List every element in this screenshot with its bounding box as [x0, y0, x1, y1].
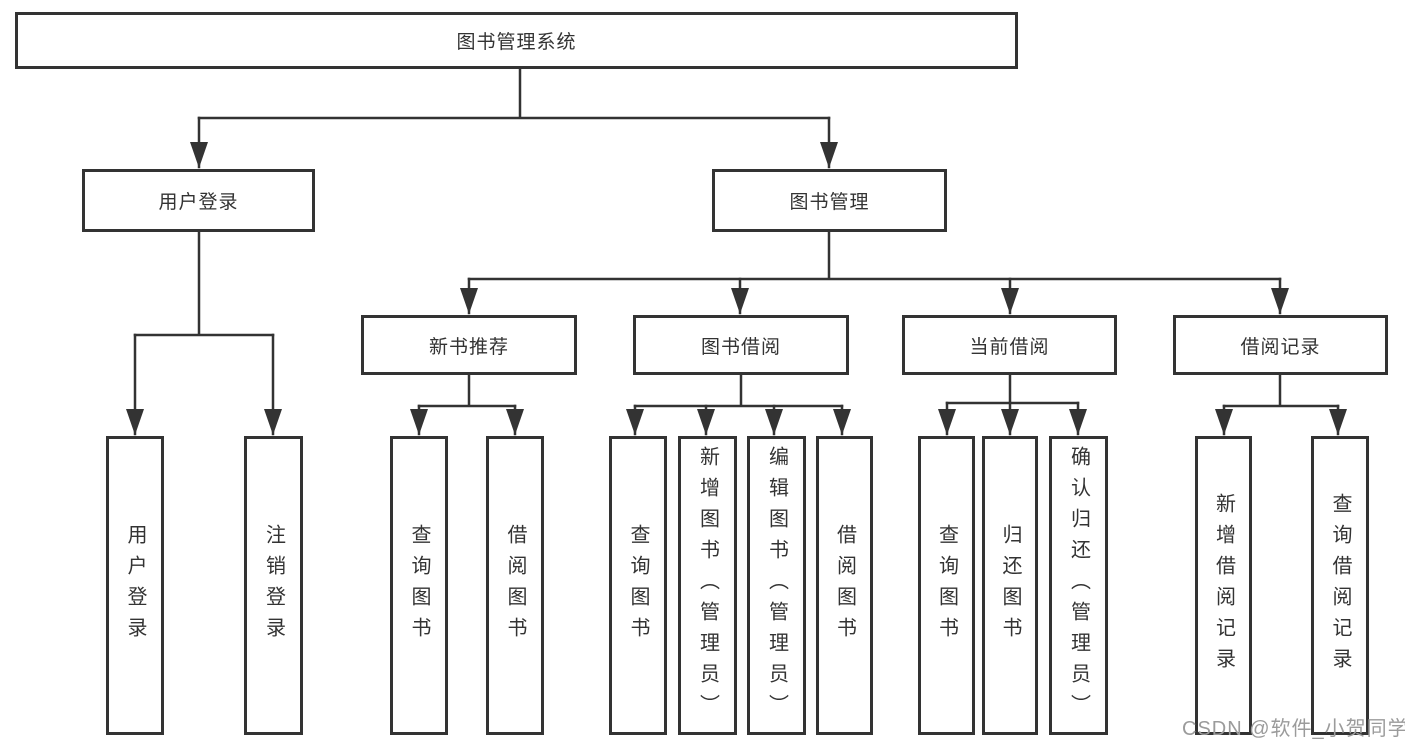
leaf-query-books-recommend: 查询图书 [390, 436, 448, 735]
node-borrow-records-label: 借阅记录 [1240, 336, 1321, 358]
node-book-borrow-label: 图书借阅 [700, 336, 781, 358]
leaf-borrow-books-recommend: 借阅图书 [486, 436, 544, 735]
connector-book-borrow-children [626, 373, 851, 436]
node-new-book-recommend-label: 新书推荐 [428, 336, 509, 358]
node-library-system-label: 图书管理系统 [456, 32, 577, 53]
leaf-borrow-books: 借阅图书 [816, 436, 873, 735]
leaf-confirm-return-admin-label: 确认归还（管理员） [1067, 446, 1090, 725]
leaf-add-borrow-record-label: 新增借阅记录 [1212, 492, 1235, 679]
leaf-borrow-books-label: 借阅图书 [833, 523, 856, 648]
node-current-borrow: 当前借阅 [902, 315, 1117, 375]
leaf-edit-book-admin-label: 编辑图书（管理员） [765, 446, 788, 725]
leaf-logout-label: 注销登录 [262, 523, 285, 648]
node-book-management: 图书管理 [712, 169, 947, 232]
leaf-borrow-books-recommend-label: 借阅图书 [504, 523, 526, 648]
leaf-query-borrow-record-label: 查询借阅记录 [1329, 492, 1351, 679]
connector-root-to-level2 [190, 67, 838, 169]
leaf-add-book-admin: 新增图书（管理员） [678, 436, 737, 735]
leaf-edit-book-admin: 编辑图书（管理员） [747, 436, 806, 735]
node-user-login: 用户登录 [82, 169, 315, 232]
node-book-management-label: 图书管理 [789, 192, 870, 213]
leaf-return-book-label: 归还图书 [999, 523, 1021, 648]
connector-user-login-children [126, 230, 282, 436]
connector-current-borrow-children [938, 373, 1087, 436]
node-new-book-recommend: 新书推荐 [361, 315, 577, 375]
leaf-query-books-current-label: 查询图书 [935, 523, 958, 648]
leaf-add-borrow-record: 新增借阅记录 [1195, 436, 1252, 735]
leaf-query-books-current: 查询图书 [918, 436, 975, 735]
node-borrow-records: 借阅记录 [1173, 315, 1388, 375]
node-user-login-label: 用户登录 [158, 192, 239, 213]
connector-book-management-children [460, 230, 1289, 315]
leaf-query-books-recommend-label: 查询图书 [408, 523, 430, 648]
leaf-query-borrow-record: 查询借阅记录 [1311, 436, 1369, 735]
leaf-return-book: 归还图书 [982, 436, 1038, 735]
leaf-user-login-label: 用户登录 [124, 523, 146, 648]
node-current-borrow-label: 当前借阅 [969, 336, 1050, 358]
connector-new-book-children [410, 373, 524, 436]
node-book-borrow: 图书借阅 [633, 315, 849, 375]
leaf-logout: 注销登录 [244, 436, 303, 735]
watermark: CSDN @软件_小贺同学 [1182, 718, 1405, 740]
node-library-system: 图书管理系统 [15, 12, 1018, 69]
connector-borrow-records-children [1215, 373, 1347, 436]
leaf-query-books-borrow: 查询图书 [609, 436, 667, 735]
leaf-query-books-borrow-label: 查询图书 [627, 523, 649, 648]
leaf-user-login: 用户登录 [106, 436, 164, 735]
leaf-confirm-return-admin: 确认归还（管理员） [1049, 436, 1108, 735]
leaf-add-book-admin-label: 新增图书（管理员） [696, 446, 719, 725]
